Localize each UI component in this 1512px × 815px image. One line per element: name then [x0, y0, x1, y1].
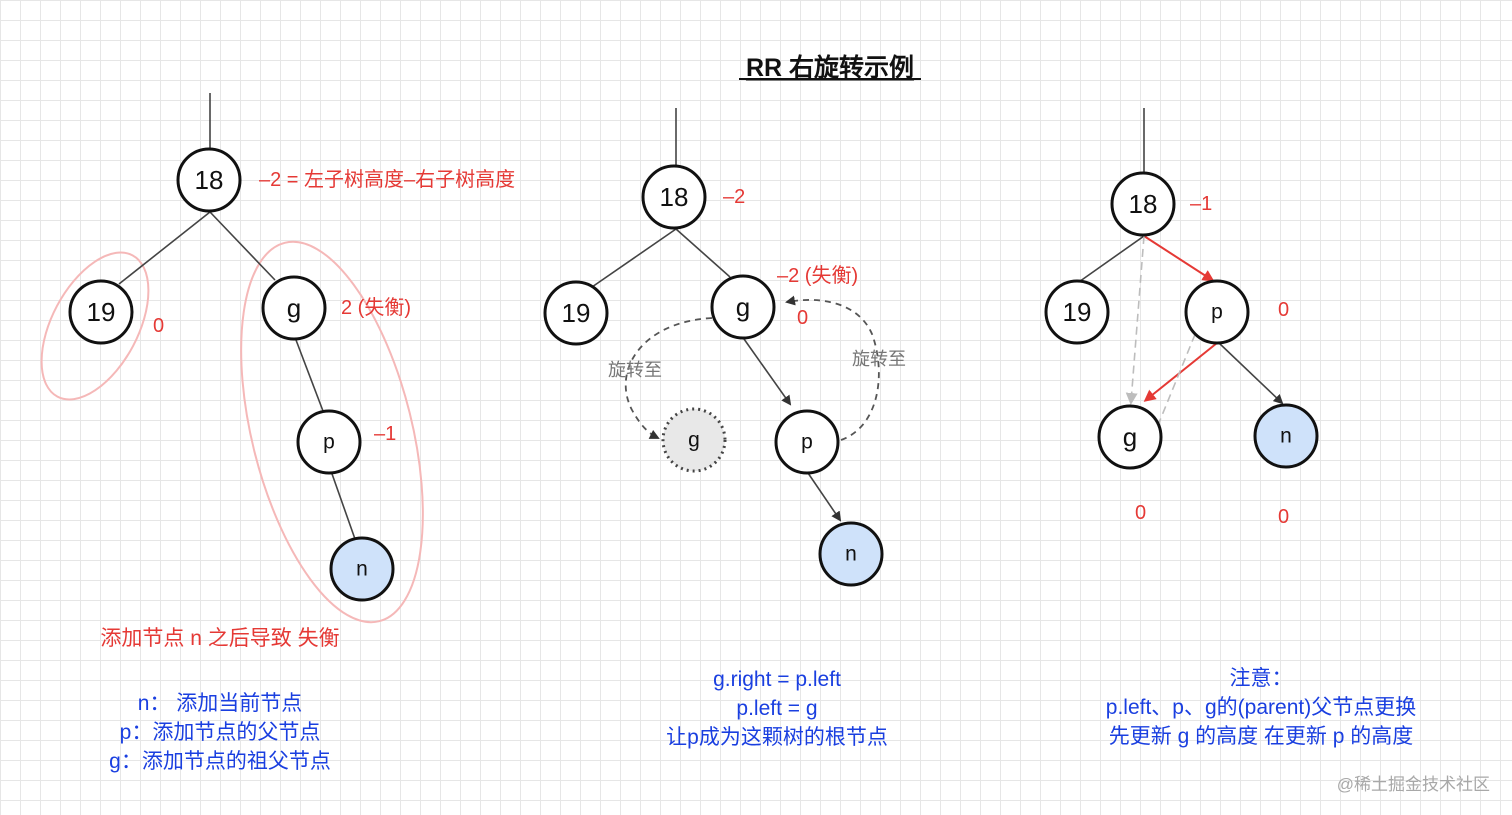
svg-text:p: p — [1211, 301, 1223, 324]
watermark: @稀土掘金技术社区 — [1336, 775, 1490, 794]
balance-label-18: –2 = 左子树高度–右子树高度 — [259, 168, 515, 191]
svg-text:g: g — [688, 429, 700, 452]
svg-text:g: g — [1123, 422, 1137, 452]
panel-1-legend: n： 添加当前节点 p：添加节点的父节点 g：添加节点的祖父节点 — [60, 689, 380, 776]
svg-text:18: 18 — [1129, 189, 1158, 219]
node-n-new: n — [1253, 403, 1319, 469]
node-n-new: n — [818, 521, 884, 587]
svg-text:19: 19 — [87, 297, 116, 327]
svg-text:n: n — [356, 558, 368, 581]
node-18: 18 — [1110, 171, 1176, 237]
caption-line-3: 先更新 g 的高度 在更新 p 的高度 — [1108, 725, 1414, 748]
svg-text:g: g — [736, 292, 750, 322]
panel-1-caption: 添加节点 n 之后导致 失衡 — [60, 624, 380, 653]
svg-text:19: 19 — [1063, 297, 1092, 327]
balance-label-g: 0 — [1135, 502, 1146, 524]
node-p: p — [1184, 279, 1250, 345]
panel-2-rotation: 18 19 g g p n –2 –2 (失衡) 0 旋转至 旋转至 — [543, 108, 906, 587]
node-p: p — [774, 409, 840, 475]
svg-text:g: g — [287, 293, 301, 323]
edge-18-19 — [591, 228, 677, 288]
node-19: 19 — [543, 280, 609, 346]
node-g-target-ghost: g — [661, 407, 727, 473]
balance-label-n: 0 — [1278, 506, 1289, 528]
node-g: g — [1097, 404, 1163, 470]
panel-3-after: 18 19 p g n –1 0 0 0 — [1044, 108, 1319, 528]
legend-line-n: n： 添加当前节点 — [137, 692, 303, 715]
highlight-right-subtree — [240, 240, 424, 624]
caption-line-2: p.left = g — [736, 697, 818, 720]
svg-text:n: n — [1280, 425, 1292, 448]
svg-text:18: 18 — [195, 165, 224, 195]
panel-2-caption: g.right = p.left p.left = g 让p成为这颗树的根节点 — [617, 665, 937, 752]
svg-text:n: n — [845, 543, 857, 566]
caption-line-1: 注意： — [1229, 667, 1293, 690]
svg-text:p: p — [323, 431, 335, 454]
rotate-arrow-right — [785, 295, 880, 441]
caption-line-3: 让p成为这颗树的根节点 — [666, 726, 888, 749]
panel-3-caption: 注意： p.left、p、g的(parent)父节点更换 先更新 g 的高度 在… — [1076, 664, 1446, 751]
node-18: 18 — [641, 164, 707, 230]
edge-18-p-new — [1143, 235, 1215, 282]
balance-label-p: 0 — [1278, 299, 1289, 321]
legend-line-g: g：添加节点的祖父节点 — [109, 750, 331, 773]
node-18: 18 — [176, 147, 242, 213]
balance-label-19: 0 — [153, 315, 164, 337]
edge-18-19 — [1075, 235, 1145, 285]
edge-g-p — [295, 339, 324, 412]
caption-line-1: g.right = p.left — [713, 668, 841, 691]
edge-p-n — [330, 470, 356, 540]
node-19: 19 — [68, 279, 134, 345]
edge-18-19 — [118, 211, 211, 285]
node-19: 19 — [1044, 279, 1110, 345]
balance-label-18: –2 — [723, 186, 745, 208]
edge-p-n — [807, 472, 842, 522]
svg-text:p: p — [801, 431, 813, 454]
rotate-label-left: 旋转至 — [608, 360, 662, 380]
highlight-left-subtree — [40, 251, 150, 401]
caption-line-2: p.left、p、g的(parent)父节点更换 — [1105, 696, 1417, 719]
node-n-new: n — [329, 536, 395, 602]
balance-label-g-zero: 0 — [797, 307, 808, 329]
panel-1-before: 18 19 g p n –2 = 左子树高度–右子树高度 0 2 (失衡) –1 — [40, 93, 515, 624]
diagram-title: RR 右旋转示例 — [746, 53, 914, 82]
balance-label-g: –2 (失衡) — [777, 264, 858, 287]
node-g: g — [261, 275, 327, 341]
caption-line: 添加节点 n 之后导致 失衡 — [100, 627, 340, 650]
edge-18-g — [675, 228, 731, 278]
svg-text:19: 19 — [562, 298, 591, 328]
svg-text:18: 18 — [660, 182, 689, 212]
balance-label-p: –1 — [374, 423, 396, 445]
balance-label-18: –1 — [1190, 193, 1212, 215]
edge-18-g — [209, 211, 276, 281]
node-p: p — [296, 409, 362, 475]
rotate-label-right: 旋转至 — [852, 349, 906, 369]
edge-p-g-new — [1143, 342, 1218, 402]
legend-line-p: p：添加节点的父节点 — [119, 721, 321, 744]
edge-g-p — [743, 338, 792, 406]
node-g: g — [710, 274, 776, 340]
balance-label-g: 2 (失衡) — [341, 296, 411, 319]
parent-change-g — [1125, 235, 1145, 405]
rotate-arrow-left — [624, 317, 713, 439]
edge-p-n — [1218, 342, 1284, 405]
